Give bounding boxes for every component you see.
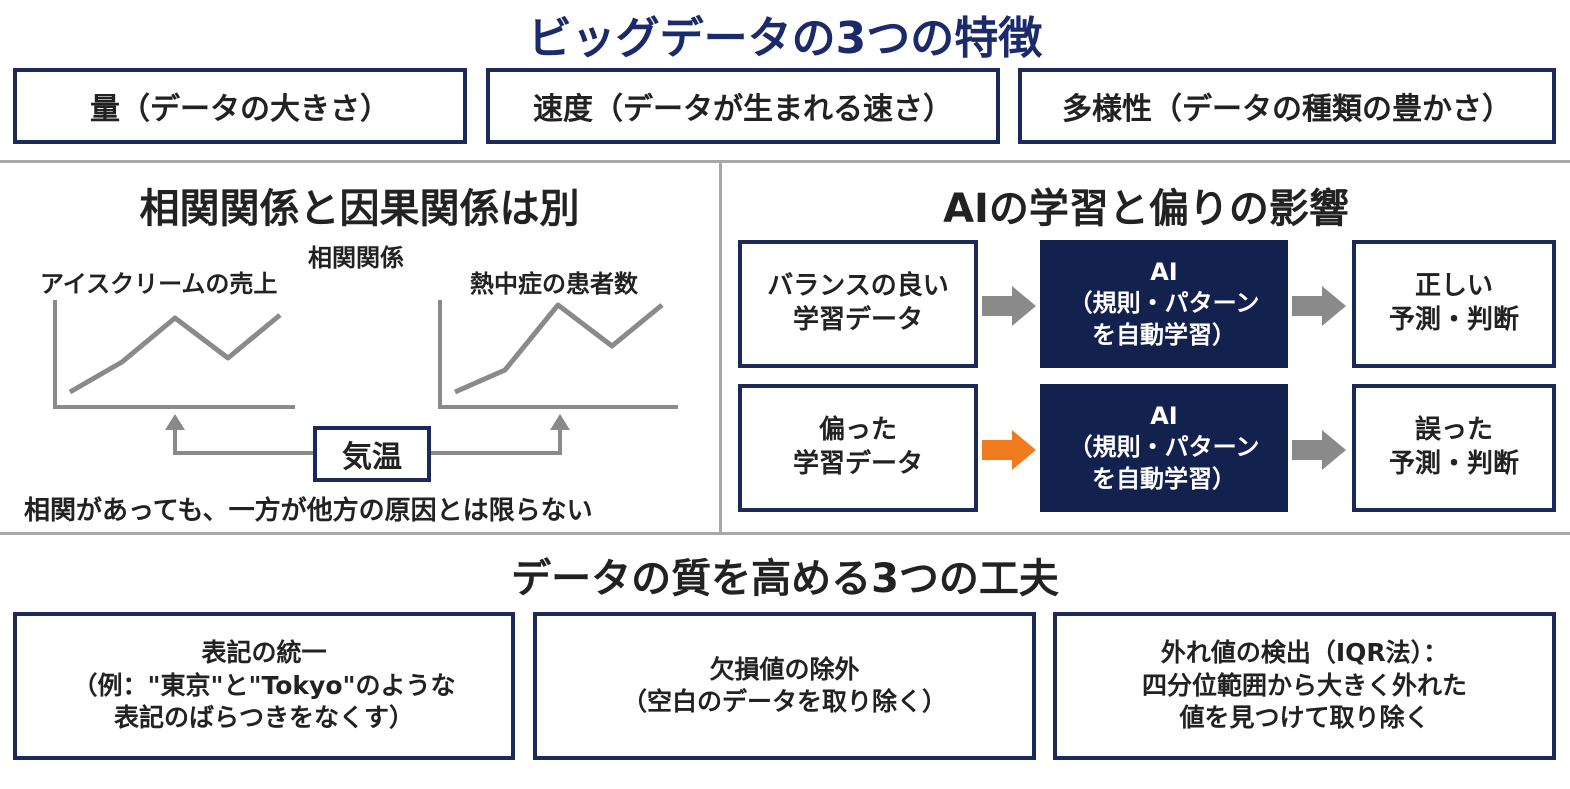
cause-connector-right — [430, 426, 562, 455]
left-chart-line — [68, 313, 282, 395]
correlation-caption: 相関があっても、一方が他方の原因とは限らない — [24, 496, 593, 526]
ai-label-balanced: AI （規則・パターン を自動学習） — [1068, 258, 1260, 349]
arrow-balanced-to-ai-icon — [982, 286, 1036, 326]
feature-volume-label: 量（データの大きさ） — [90, 92, 390, 127]
input-label-biased: 偏った 学習データ — [792, 415, 923, 479]
divider-top — [0, 160, 1570, 163]
arrow-ai-to-correct-icon — [1292, 286, 1346, 326]
correlation-label: 相関関係 — [308, 244, 404, 272]
quality-box-outliers: 外れ値の検出（IQR法）： 四分位範囲から大きく外れた 値を見つけて取り除く — [1053, 612, 1556, 760]
correlation-heading: 相関関係と因果関係は別 — [139, 186, 580, 232]
feature-variety-label: 多様性（データの種類の豊かさ） — [1062, 92, 1512, 127]
quality-label-normalization: 表記の統一 （例："東京"と"Tokyo"のような 表記のばらつきをなくす） — [72, 638, 456, 733]
left-chart-label: アイスクリームの売上 — [40, 270, 278, 298]
arrowhead-left-icon — [165, 414, 185, 430]
correlation-diagram — [53, 300, 678, 455]
input-box-balanced: バランスの良い 学習データ — [738, 240, 978, 368]
cause-label: 気温 — [342, 440, 402, 475]
output-box-correct: 正しい 予測・判断 — [1352, 240, 1556, 368]
arrow-biased-to-ai-icon — [982, 430, 1036, 470]
output-label-correct: 正しい 予測・判断 — [1388, 271, 1519, 335]
ai-box-balanced: AI （規則・パターン を自動学習） — [1040, 240, 1288, 368]
right-chart-label: 熱中症の患者数 — [470, 270, 638, 298]
arrowhead-right-icon — [550, 414, 570, 430]
cause-box: 気温 — [313, 426, 431, 482]
quality-label-outliers: 外れ値の検出（IQR法）： 四分位範囲から大きく外れた 値を見つけて取り除く — [1141, 638, 1467, 733]
right-chart-line — [453, 302, 664, 395]
feature-velocity-box: 速度（データが生まれる速さ） — [486, 68, 1000, 144]
cause-connector-left — [173, 426, 315, 455]
divider-bottom — [0, 532, 1570, 535]
ai-box-biased: AI （規則・パターン を自動学習） — [1040, 384, 1288, 512]
left-chart-axes — [53, 300, 295, 409]
divider-middle — [719, 160, 722, 532]
output-box-wrong: 誤った 予測・判断 — [1352, 384, 1556, 512]
right-chart-axes — [438, 300, 678, 409]
quality-label-missing: 欠損値の除外 （空白のデータを取り除く） — [621, 654, 947, 717]
main-title: ビッグデータの3つの特徴 — [527, 13, 1043, 64]
quality-heading: データの質を高める3つの工夫 — [511, 556, 1059, 602]
quality-box-missing: 欠損値の除外 （空白のデータを取り除く） — [533, 612, 1036, 760]
feature-velocity-label: 速度（データが生まれる速さ） — [533, 92, 953, 127]
feature-volume-box: 量（データの大きさ） — [13, 68, 467, 144]
feature-variety-box: 多様性（データの種類の豊かさ） — [1018, 68, 1556, 144]
output-label-wrong: 誤った 予測・判断 — [1388, 415, 1519, 479]
input-box-biased: 偏った 学習データ — [738, 384, 978, 512]
ai-label-biased: AI （規則・パターン を自動学習） — [1068, 402, 1260, 493]
arrow-ai-to-wrong-icon — [1292, 430, 1346, 470]
input-label-balanced: バランスの良い 学習データ — [767, 271, 949, 335]
ai-bias-heading: AIの学習と偏りの影響 — [943, 186, 1349, 232]
quality-box-normalization: 表記の統一 （例："東京"と"Tokyo"のような 表記のばらつきをなくす） — [13, 612, 515, 760]
